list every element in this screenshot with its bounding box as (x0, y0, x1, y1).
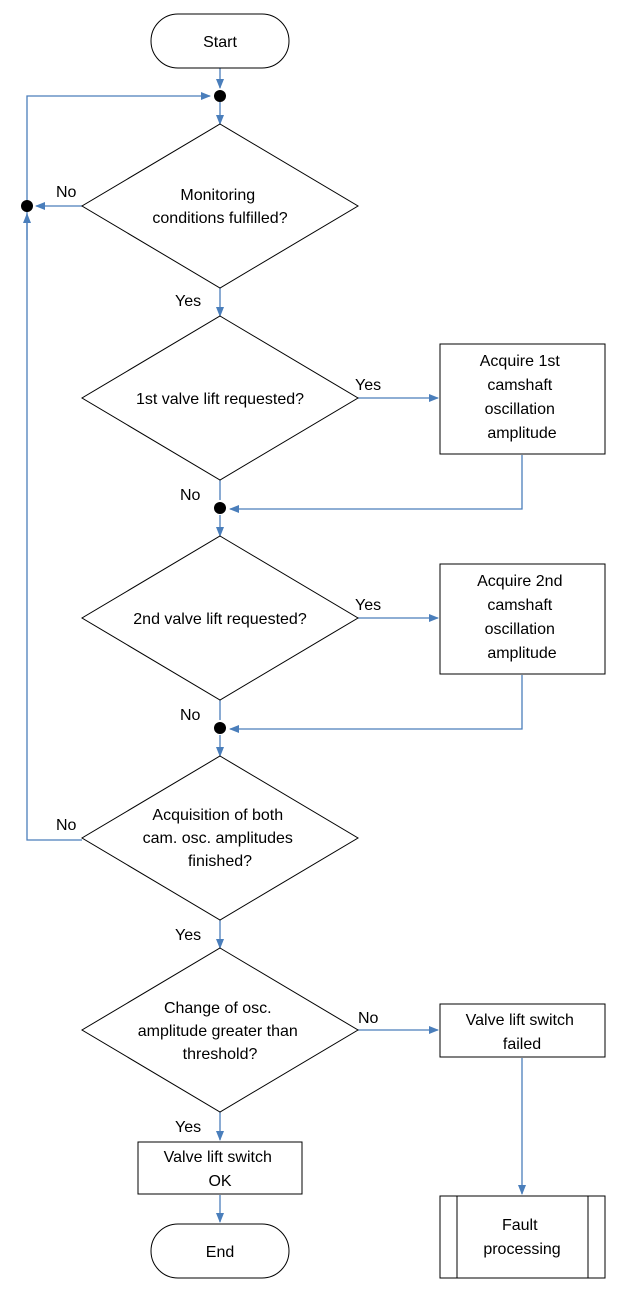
connectors (23, 68, 526, 1223)
decision-change-line: amplitude greater than (138, 1023, 298, 1040)
process-ok-label: Valve lift switch OK (164, 1149, 277, 1190)
process-acquire1-line: amplitude (487, 425, 556, 442)
junction-dot (214, 90, 226, 102)
process-acquire2: Acquire 2nd camshaft oscillation amplitu… (439, 563, 606, 675)
decision-monitoring: Monitoring conditions fulfilled? (81, 123, 359, 289)
edge-label-lift1-no: No (180, 487, 201, 504)
process-acquire1-label: Acquire 1st camshaft oscillation amplitu… (480, 353, 565, 442)
edge-labels: No Yes Yes No Yes No No Yes No Yes (56, 184, 381, 1136)
process-acquire1-line: camshaft (487, 377, 552, 394)
process-failed-line: Valve lift switch (466, 1012, 574, 1029)
decision-acquisition-line: finished? (188, 853, 252, 870)
junction-dot (21, 200, 33, 212)
decision-lift1-label: 1st valve lift requested? (136, 391, 304, 408)
start-label: Start (203, 34, 237, 51)
edge-label-monitoring-no: No (56, 184, 77, 201)
process-ok-line: Valve lift switch (164, 1149, 272, 1166)
decision-acquisition: Acquisition of both cam. osc. amplitudes… (81, 755, 359, 921)
process-fault-label: Fault processing (483, 1217, 560, 1258)
decision-acquisition-line: cam. osc. amplitudes (143, 830, 293, 847)
predefined-process-fault: Fault processing (439, 1195, 606, 1279)
edge-label-change-yes: Yes (175, 1119, 201, 1136)
edge-label-lift2-yes: Yes (355, 597, 381, 614)
process-ok-line: OK (208, 1173, 231, 1190)
edge-label-monitoring-yes: Yes (175, 293, 201, 310)
process-acquire2-line: Acquire 2nd (477, 573, 562, 590)
start-terminator: Start (150, 13, 290, 69)
flow-acquire2-to-junction (229, 675, 523, 733)
process-fault-line: processing (483, 1241, 560, 1258)
process-failed-line: failed (503, 1036, 541, 1053)
process-acquire2-line: oscillation (485, 621, 555, 638)
decision-acquisition-label: Acquisition of both cam. osc. amplitudes… (143, 807, 298, 870)
end-label: End (206, 1244, 234, 1261)
decision-change-line: threshold? (183, 1046, 258, 1063)
decision-acquisition-line: Acquisition of both (152, 807, 283, 824)
edge-label-change-no: No (358, 1010, 379, 1027)
process-acquire2-line: camshaft (487, 597, 552, 614)
process-failed: Valve lift switch failed (439, 1003, 606, 1058)
edge-label-acquisition-yes: Yes (175, 927, 201, 944)
decision-monitoring-line: conditions fulfilled? (152, 210, 287, 227)
process-acquire1: Acquire 1st camshaft oscillation amplitu… (439, 343, 606, 455)
flow-acquire1-to-junction (229, 455, 523, 513)
end-terminator: End (150, 1223, 290, 1279)
edge-label-lift2-no: No (180, 707, 201, 724)
edge-label-acquisition-no: No (56, 817, 77, 834)
decision-lift2-label: 2nd valve lift requested? (133, 611, 307, 628)
decision-change-line: Change of osc. (164, 1000, 272, 1017)
process-acquire1-line: Acquire 1st (480, 353, 561, 370)
decision-monitoring-label: Monitoring conditions fulfilled? (152, 187, 287, 227)
decision-change-label: Change of osc. amplitude greater than th… (138, 1000, 303, 1063)
decision-change: Change of osc. amplitude greater than th… (81, 947, 359, 1113)
junction-dot (214, 722, 226, 734)
process-ok: Valve lift switch OK (137, 1141, 303, 1195)
process-acquire1-line: oscillation (485, 401, 555, 418)
process-acquire2-label: Acquire 2nd camshaft oscillation amplitu… (477, 573, 567, 662)
edge-label-lift1-yes: Yes (355, 377, 381, 394)
junction-dot (214, 502, 226, 514)
process-acquire2-line: amplitude (487, 645, 556, 662)
process-failed-label: Valve lift switch failed (466, 1012, 579, 1053)
decision-monitoring-line: Monitoring (180, 187, 255, 204)
junctions (21, 90, 226, 734)
decision-lift1: 1st valve lift requested? (81, 315, 359, 481)
flow-loop-back (26, 92, 211, 841)
decision-lift2: 2nd valve lift requested? (81, 535, 359, 701)
process-fault-line: Fault (502, 1217, 538, 1234)
